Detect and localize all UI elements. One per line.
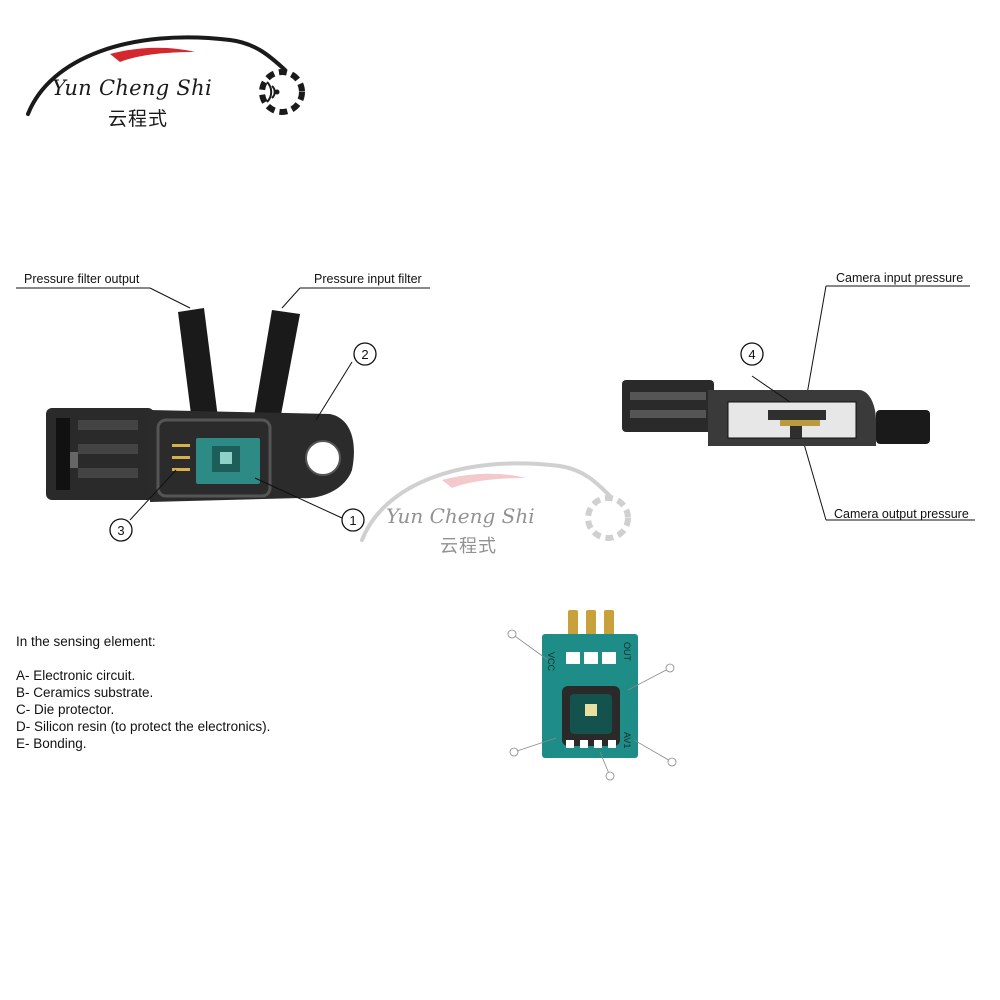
- label-camera-input-pressure: Camera input pressure: [836, 271, 963, 285]
- svg-text:1: 1: [349, 513, 356, 528]
- chip-pin-out: OUT: [622, 642, 632, 662]
- logo-text-cn: 云程式: [108, 108, 169, 130]
- sensor-top-view: Pressure filter output Pressure input fi…: [16, 272, 430, 542]
- watermark-text-cn: 云程式: [440, 536, 497, 557]
- side-connector: [622, 380, 714, 432]
- callout-2: 2: [353, 342, 377, 366]
- output-hose: [178, 308, 218, 422]
- brand-logo: [26, 35, 305, 116]
- sensor-side-view: Camera input pressure Camera output pres…: [622, 271, 975, 521]
- svg-text:2: 2: [361, 347, 368, 362]
- callout-3: 3: [109, 518, 133, 542]
- chip-bottom-mark: AV1: [622, 732, 632, 748]
- wireless-gear-icon: [259, 69, 305, 115]
- legend-item: C- Die protector.: [16, 702, 115, 717]
- svg-text:3: 3: [117, 523, 124, 538]
- svg-text:4: 4: [748, 347, 755, 362]
- mount-hole: [305, 440, 341, 476]
- logo-text: Yun Cheng Shi: [52, 76, 212, 100]
- legend-item: D- Silicon resin (to protect the electro…: [16, 719, 271, 734]
- chip-pin-vcc: VCC: [546, 652, 556, 672]
- label-pressure-filter-output: Pressure filter output: [24, 272, 140, 286]
- watermark-text: Yun Cheng Shi: [386, 504, 535, 528]
- input-hose: [254, 310, 300, 420]
- logo-red-accent: [110, 47, 195, 62]
- legend-heading: In the sensing element:: [16, 634, 156, 649]
- legend-item: B- Ceramics substrate.: [16, 685, 154, 700]
- label-pressure-input-filter: Pressure input filter: [314, 272, 422, 286]
- label-camera-output-pressure: Camera output pressure: [834, 507, 969, 521]
- logo-car-swoosh: [26, 35, 287, 116]
- chip-detail: VCC OUT AV1: [507, 610, 677, 781]
- legend-item: E- Bonding.: [16, 736, 87, 751]
- side-tube: [876, 410, 930, 444]
- callout-4: 4: [740, 342, 764, 366]
- sensing-element-legend: In the sensing element: A- Electronic ci…: [16, 633, 270, 752]
- callout-1: 1: [341, 508, 365, 532]
- legend-item: A- Electronic circuit.: [16, 668, 136, 683]
